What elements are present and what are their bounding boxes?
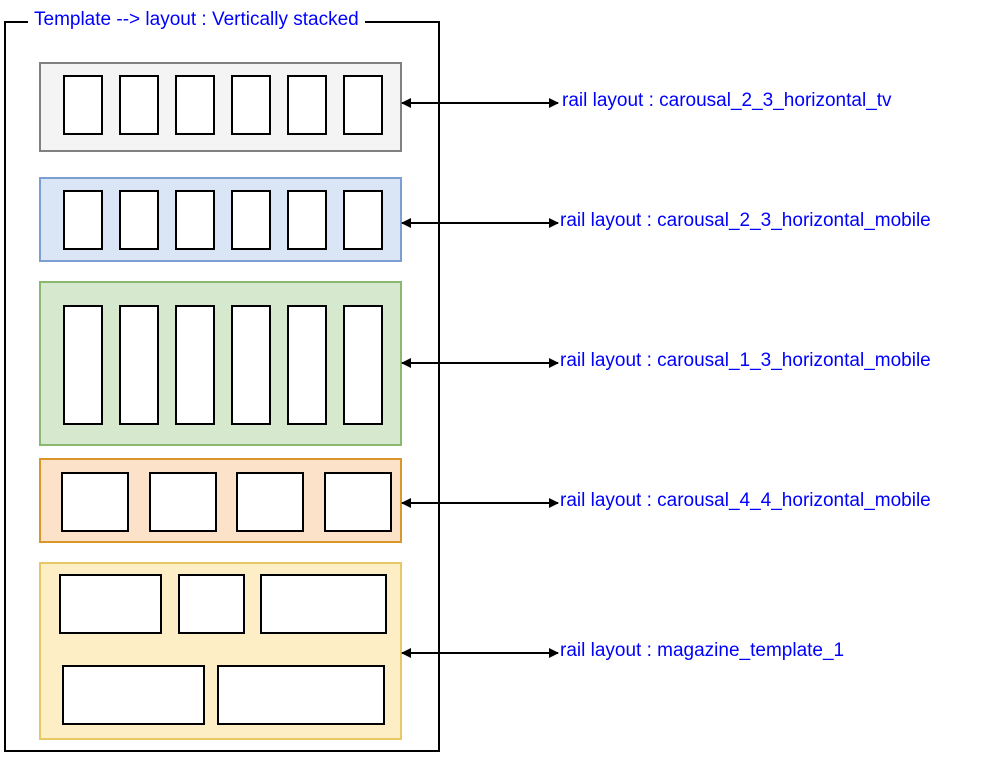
rail-label-value: carousal_1_3_horizontal_mobile [657,350,931,371]
connector-arrow [401,498,559,508]
rail-inner [41,64,400,150]
arrow-head-right-icon [549,98,559,108]
rail-label-value: carousal_2_3_horizontal_mobile [657,210,931,231]
rail-carousal-2-3-horizontal-mobile[interactable] [39,177,402,262]
rail-card[interactable] [119,305,159,425]
rail-inner [41,564,400,738]
rail-card[interactable] [175,75,215,135]
rail-card[interactable] [231,305,271,425]
rail-inner [41,460,400,541]
rail-label-prefix: rail layout : [560,210,658,231]
connector-arrow [401,98,559,108]
rail-card[interactable] [63,190,103,250]
rail-label-carousal-2-3-horizontal-mobile: rail layout : carousal_2_3_horizontal_mo… [560,210,931,232]
rail-card[interactable] [119,75,159,135]
rail-card[interactable] [119,190,159,250]
rail-card[interactable] [287,75,327,135]
arrow-head-left-icon [401,648,411,658]
rail-card[interactable] [63,305,103,425]
rail-carousal-4-4-horizontal-mobile[interactable] [39,458,402,543]
rail-card[interactable] [343,305,383,425]
template-frame-title: Template --> layout : Vertically stacked [28,8,365,32]
rail-label-value: carousal_2_3_horizontal_tv [659,90,892,111]
rail-card[interactable] [236,472,304,532]
connector-arrow [401,648,559,658]
rail-label-carousal-2-3-horizontal-tv: rail layout : carousal_2_3_horizontal_tv [562,90,892,112]
rail-carousal-1-3-horizontal-mobile[interactable] [39,281,402,446]
rail-card[interactable] [61,472,129,532]
rail-label-prefix: rail layout : [562,90,660,111]
arrow-head-right-icon [549,218,559,228]
rail-card[interactable] [149,472,217,532]
rail-label-prefix: rail layout : [560,490,658,511]
rail-card[interactable] [343,75,383,135]
rail-card[interactable] [287,190,327,250]
rail-label-prefix: rail layout : [560,350,658,371]
rail-card[interactable] [175,190,215,250]
arrow-head-left-icon [401,98,411,108]
rail-card[interactable] [231,75,271,135]
rail-card[interactable] [287,305,327,425]
rail-label-carousal-1-3-horizontal-mobile: rail layout : carousal_1_3_horizontal_mo… [560,350,931,372]
rail-inner [41,179,400,260]
rail-card[interactable] [324,472,392,532]
rail-card[interactable] [260,574,387,634]
rail-card[interactable] [217,665,385,725]
rail-card[interactable] [343,190,383,250]
arrow-head-right-icon [549,358,559,368]
rail-card[interactable] [178,574,245,634]
rail-label-value: magazine_template_1 [657,640,845,661]
rail-card[interactable] [175,305,215,425]
connector-arrow [401,218,559,228]
rail-label-magazine-template-1: rail layout : magazine_template_1 [560,640,844,662]
rail-label-carousal-4-4-horizontal-mobile: rail layout : carousal_4_4_horizontal_mo… [560,490,931,512]
rail-card[interactable] [231,190,271,250]
rail-inner [41,283,400,444]
arrow-head-left-icon [401,218,411,228]
rail-card[interactable] [59,574,162,634]
rail-card[interactable] [62,665,205,725]
connector-arrow [401,358,559,368]
rail-carousal-2-3-horizontal-tv[interactable] [39,62,402,152]
arrow-head-left-icon [401,358,411,368]
rail-label-prefix: rail layout : [560,640,658,661]
rail-label-value: carousal_4_4_horizontal_mobile [657,490,931,511]
arrow-head-right-icon [549,648,559,658]
rail-card[interactable] [63,75,103,135]
rail-magazine-template-1[interactable] [39,562,402,740]
arrow-head-right-icon [549,498,559,508]
arrow-head-left-icon [401,498,411,508]
